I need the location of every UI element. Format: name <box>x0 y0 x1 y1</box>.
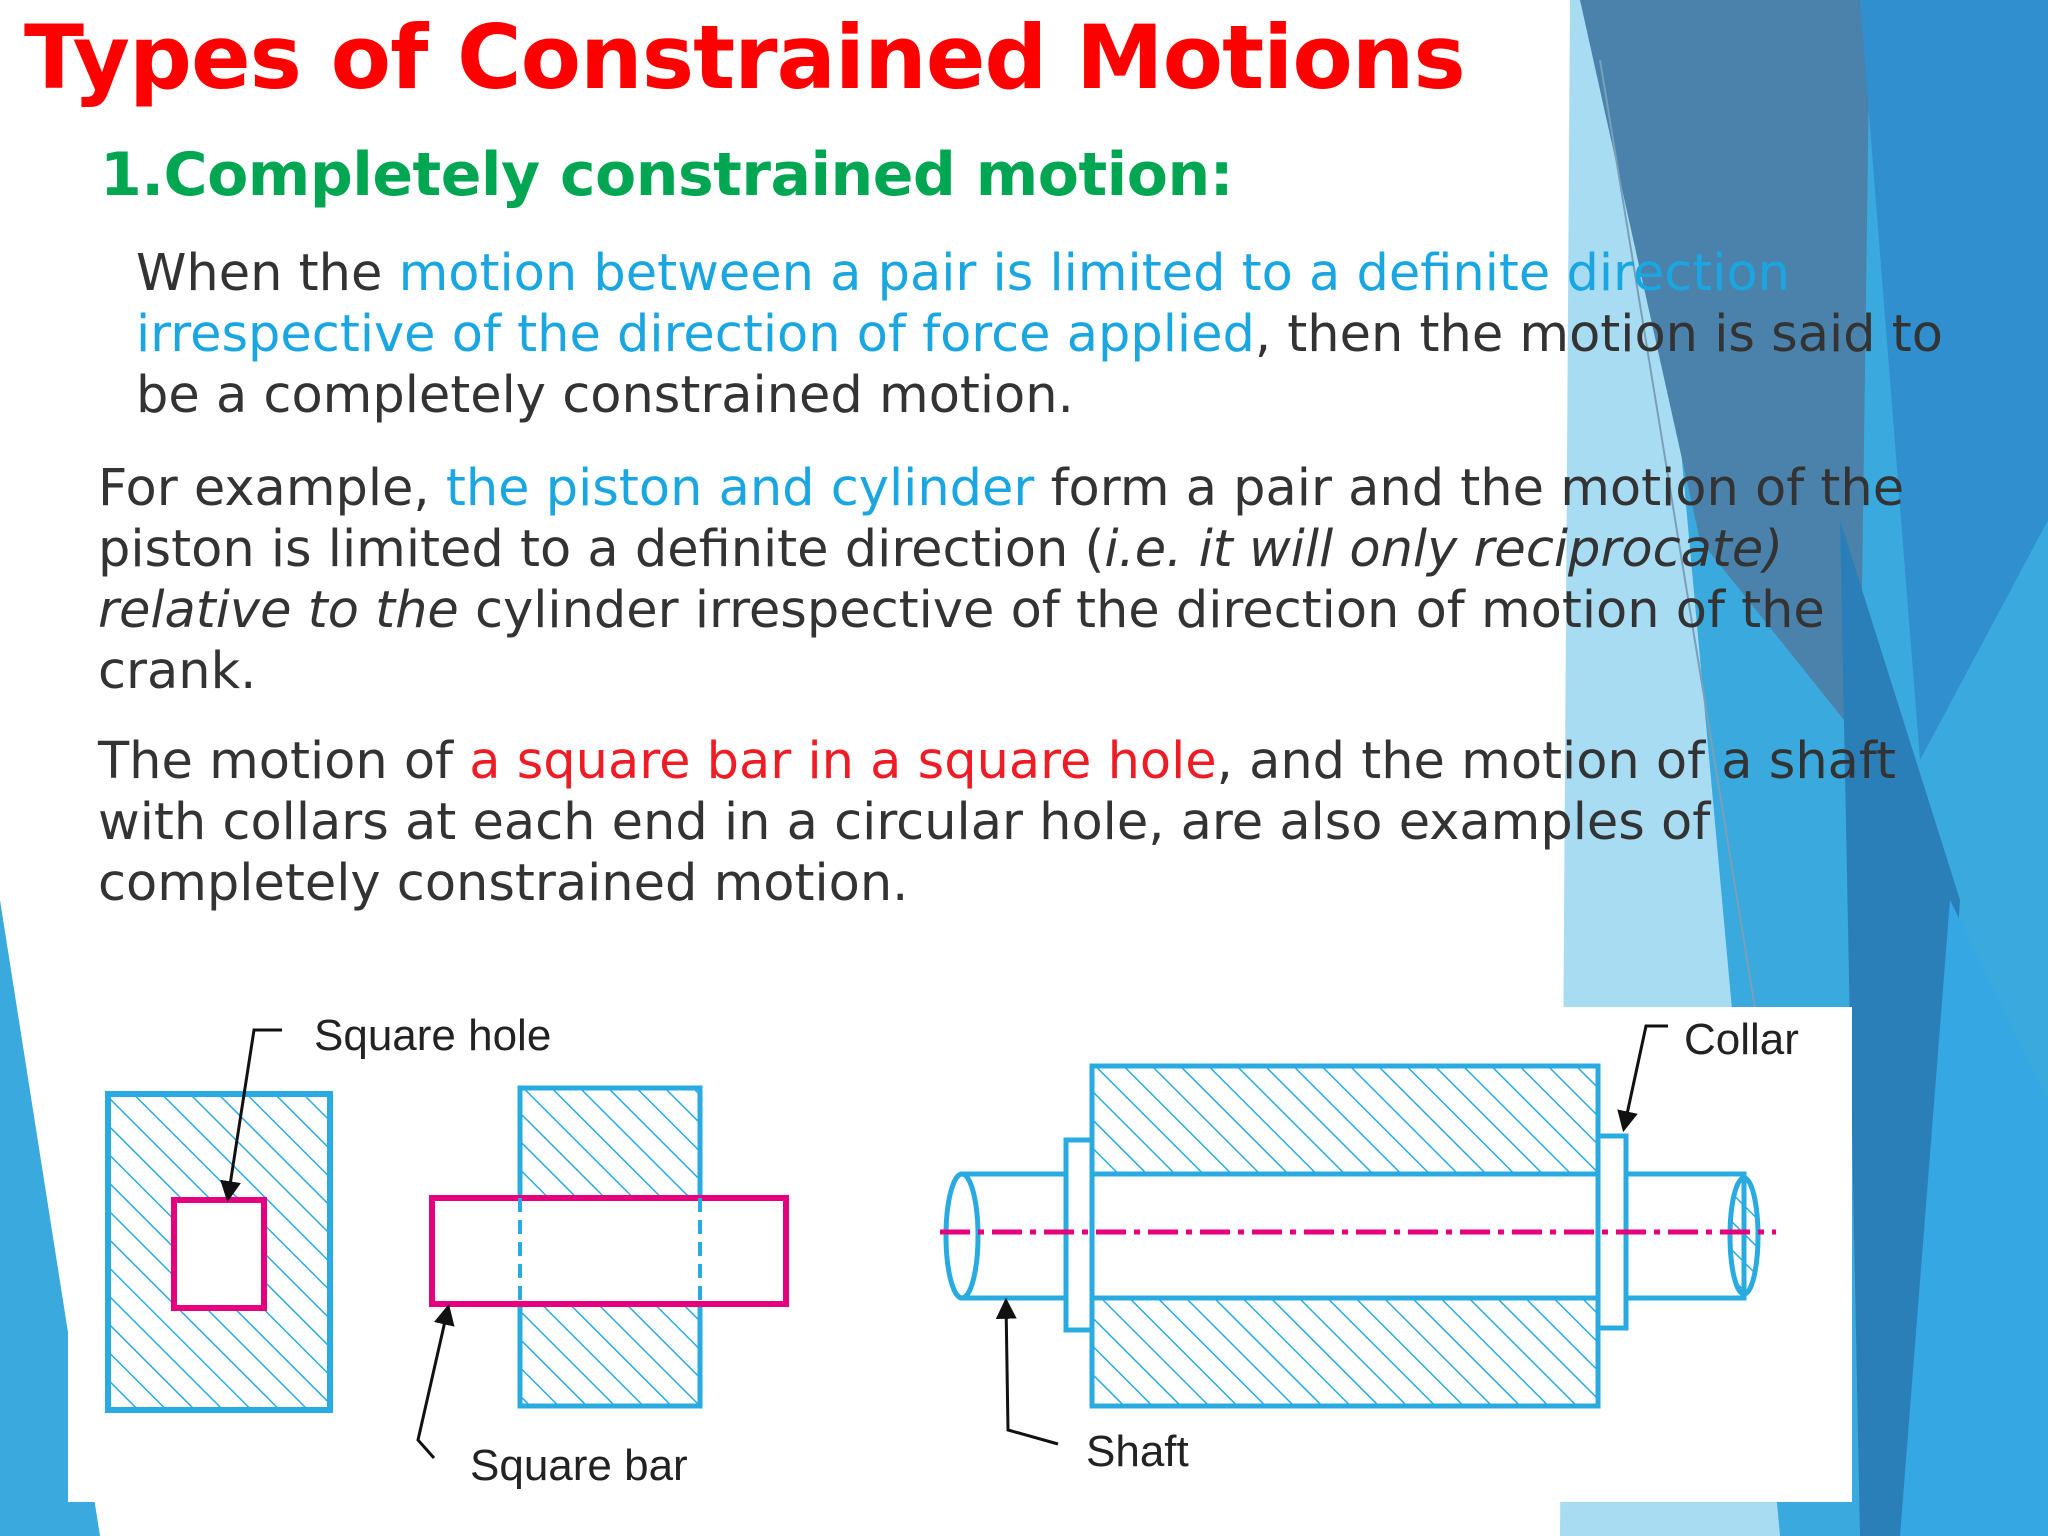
square-hole-label: Square hole <box>314 1011 551 1060</box>
shaft-leader <box>995 1297 1059 1446</box>
example-text: cylinder irrespective of the direction o… <box>458 581 1825 640</box>
square-bar <box>429 1195 789 1307</box>
collar-leader <box>1617 1024 1668 1133</box>
shaft-label: Shaft <box>1086 1427 1189 1476</box>
square-bar-figure: Square bar <box>416 1085 789 1490</box>
slide-title: Types of Constrained Motions <box>24 6 1466 109</box>
square-bar-leader <box>416 1303 455 1459</box>
collar-left <box>1063 1137 1095 1333</box>
more-examples-paragraph: The motion of a square bar in a square h… <box>98 731 1896 914</box>
square-bar-label: Square bar <box>470 1441 688 1490</box>
example-italic: relative to the <box>98 581 459 640</box>
shaft-right-end <box>1727 1175 1761 1297</box>
example-highlight: the piston and cylinder <box>445 459 1035 518</box>
bg-right-shard-slate <box>1860 0 2048 760</box>
example-paragraph: For example, the piston and cylinder for… <box>98 458 1904 702</box>
bg-thin-line <box>1599 59 1771 1101</box>
more-examples-text: with collars at each end in a circular h… <box>98 793 1711 852</box>
square-hole-leader <box>220 1028 282 1203</box>
example-text: For example, <box>98 459 446 518</box>
definition-text: When the <box>136 244 399 303</box>
more-examples-text: The motion of <box>98 732 470 791</box>
shaft-left-end <box>943 1171 981 1301</box>
definition-highlight: motion between a pair is limited to a de… <box>398 244 1790 303</box>
definition-highlight: irrespective of the direction of force a… <box>136 305 1255 364</box>
definition-text: be a completely constrained motion. <box>136 366 1074 425</box>
shaft-collar-figure: Collar Shaft <box>940 1015 1799 1476</box>
bg-right-shard-bright <box>1900 900 2048 1536</box>
bearing-block-lower <box>1089 1295 1601 1409</box>
square-hole-opening <box>171 1197 267 1311</box>
definition-text: , then the motion is said to <box>1254 305 1943 364</box>
example-text: crank. <box>98 642 257 701</box>
more-examples-text: , and the motion of a shaft <box>1216 732 1896 791</box>
bg-right-shard-dark <box>1580 0 1870 740</box>
bearing-block-upper <box>1089 1063 1601 1177</box>
section-heading: 1.Completely constrained motion: <box>100 140 1234 210</box>
square-hole-figure: Square hole <box>105 1011 551 1413</box>
collar-label: Collar <box>1684 1015 1799 1064</box>
more-examples-text: completely constrained motion. <box>98 854 909 913</box>
example-italic: i.e. it will only reciprocate) <box>1104 520 1784 579</box>
example-text: form a pair and the motion of the <box>1034 459 1905 518</box>
definition-paragraph: When the motion between a pair is limite… <box>136 243 1943 426</box>
example-text: piston is limited to a definite directio… <box>98 520 1105 579</box>
more-examples-highlight: a square bar in a square hole <box>469 732 1217 791</box>
